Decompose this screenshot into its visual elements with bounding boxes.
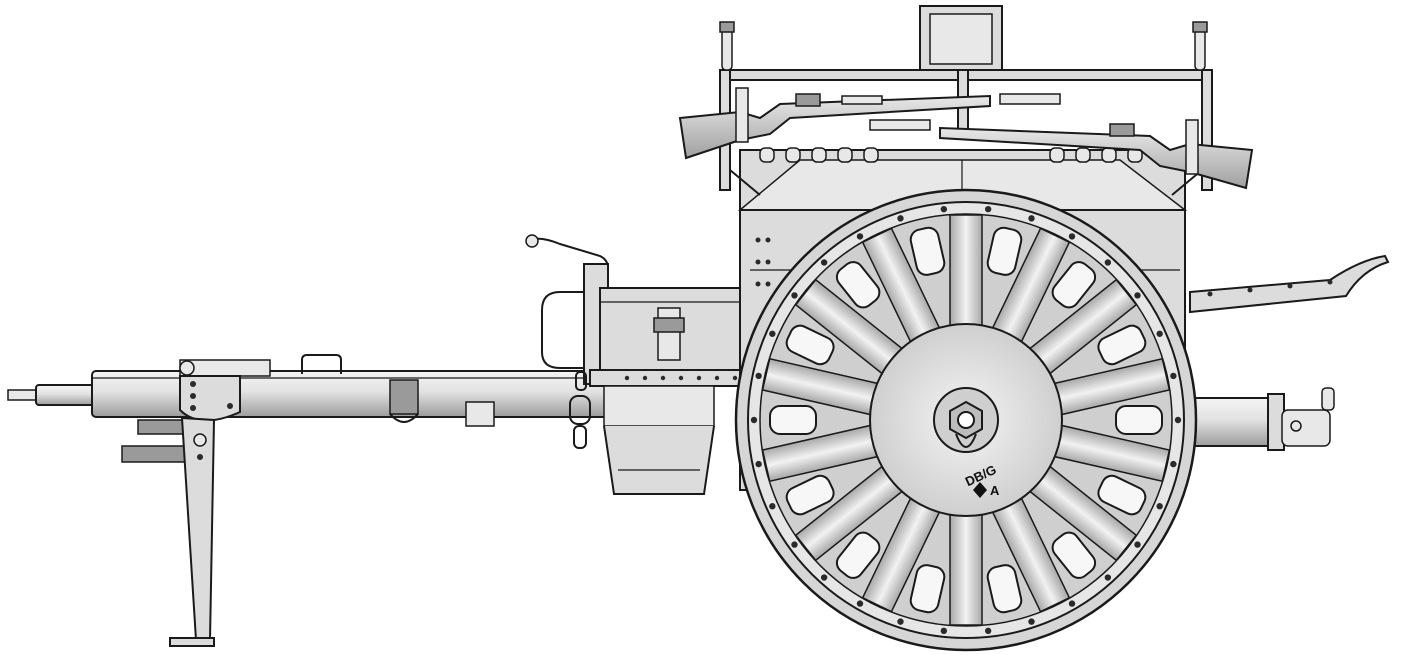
wheel-window bbox=[1115, 405, 1163, 435]
wheel-window bbox=[769, 405, 817, 435]
wheel-window bbox=[835, 261, 881, 309]
wheel-window bbox=[1051, 531, 1097, 579]
rim-bolt bbox=[856, 600, 864, 607]
rim-bolt bbox=[1028, 618, 1035, 625]
wheel-window bbox=[785, 324, 835, 366]
wheel-window bbox=[986, 226, 1023, 276]
rifle-lower bbox=[869, 119, 1254, 190]
rim-bolt bbox=[791, 541, 798, 548]
rim-bolt bbox=[1068, 233, 1076, 240]
wheel-marking-letter: A bbox=[990, 483, 1000, 498]
rim-bolt bbox=[755, 460, 762, 468]
rim-bolt bbox=[940, 205, 948, 213]
wheel: DB/G A bbox=[734, 188, 1198, 652]
wheel-marking-symbol: A bbox=[973, 482, 1000, 498]
wheel-window bbox=[1097, 474, 1147, 516]
rim-bolt bbox=[984, 627, 992, 635]
support-leg bbox=[121, 359, 271, 647]
rim-bolt bbox=[1174, 416, 1182, 424]
rim-bolt bbox=[1134, 541, 1141, 548]
wheel-window bbox=[986, 564, 1023, 614]
rim-bolt bbox=[1068, 600, 1076, 607]
wheel-rim-bolts bbox=[750, 205, 1182, 635]
wheel-window bbox=[909, 564, 946, 614]
rim-bolt bbox=[897, 215, 904, 222]
rim-bolt bbox=[1104, 259, 1112, 266]
top-pins bbox=[759, 147, 1143, 163]
wheel-spoke bbox=[949, 214, 983, 331]
drawbar-pole bbox=[7, 354, 613, 427]
rifle-upper bbox=[678, 87, 1061, 160]
rim-bolt bbox=[769, 503, 776, 510]
rim-bolt bbox=[1156, 503, 1163, 510]
wheel-window bbox=[835, 531, 881, 579]
rim-bolt bbox=[750, 416, 758, 424]
rim-bolt bbox=[1170, 372, 1177, 380]
rim-bolt bbox=[984, 205, 992, 213]
wheel-window bbox=[785, 474, 835, 516]
rim-bolt bbox=[856, 233, 864, 240]
rim-bolt bbox=[1028, 215, 1035, 222]
rim-bolt bbox=[940, 627, 948, 635]
wheel-spoke bbox=[949, 509, 983, 626]
rim-bolt bbox=[1104, 574, 1112, 581]
rim-bolt bbox=[755, 372, 762, 380]
rim-bolt bbox=[1170, 460, 1177, 468]
wheel-spokes bbox=[761, 214, 1171, 626]
front-chassis bbox=[525, 234, 761, 495]
rim-bolt bbox=[769, 330, 776, 337]
rim-bolt bbox=[791, 292, 798, 299]
rim-bolt bbox=[897, 618, 904, 625]
wheel-window bbox=[909, 226, 946, 276]
rim-bolt bbox=[820, 574, 828, 581]
wheel-window bbox=[1097, 324, 1147, 366]
rim-bolt bbox=[1156, 330, 1163, 337]
wheel-windows bbox=[769, 226, 1163, 614]
rim-bolt bbox=[820, 259, 828, 266]
rim-bolt bbox=[1134, 292, 1141, 299]
rear-trail bbox=[1185, 254, 1390, 451]
wheel-window bbox=[1051, 261, 1097, 309]
